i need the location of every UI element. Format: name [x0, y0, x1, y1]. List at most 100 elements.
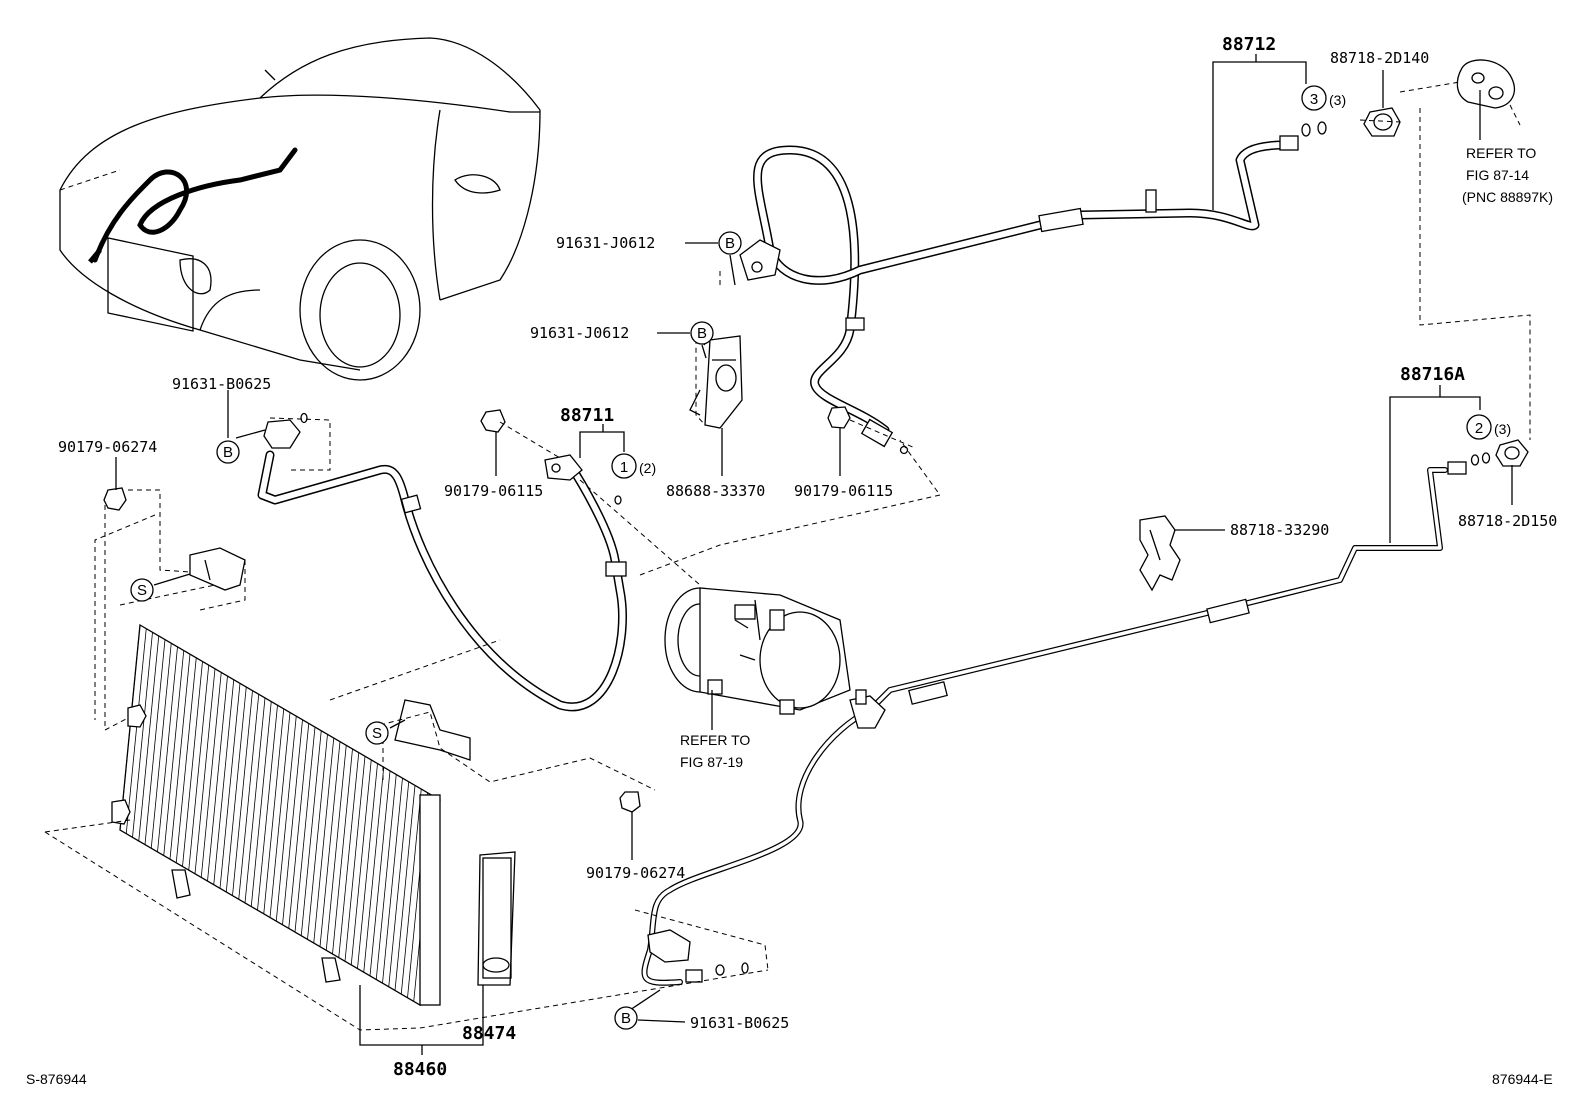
callout-3-qty: (3) — [1329, 92, 1346, 108]
label-88460: 88460 — [393, 1059, 447, 1080]
refer-note-compressor: REFER TO FIG 87-19 — [680, 732, 750, 770]
condenser-fin — [363, 767, 385, 973]
condenser-fin — [238, 694, 260, 900]
condenser-fin — [375, 774, 397, 980]
condenser-fin — [144, 639, 166, 845]
condenser-fin — [369, 770, 391, 976]
label-88474: 88474 — [462, 1023, 516, 1044]
condenser-fin — [257, 705, 278, 911]
compressor — [664, 587, 851, 715]
condenser-fin — [175, 657, 197, 863]
condenser-fin — [332, 748, 353, 954]
condenser-fin — [294, 727, 316, 933]
hose-88711 — [257, 412, 627, 712]
condenser-fin — [188, 665, 210, 871]
refer-top-line1: REFER TO — [1466, 145, 1536, 161]
condenser-fin — [307, 734, 328, 940]
callout-3-label: 3 — [1310, 91, 1318, 108]
condenser-fin — [163, 650, 185, 856]
receiver-88474 — [477, 851, 516, 986]
condenser-fin — [400, 789, 422, 995]
label-88711: 88711 — [560, 405, 614, 426]
refer-note-top: REFER TO FIG 87-14 (PNC 88897K) — [1462, 145, 1553, 205]
condenser-fin — [119, 624, 141, 831]
label-88718-33290: 88718-33290 — [1230, 521, 1329, 539]
callout-1: 1 (2) — [611, 453, 656, 479]
callout-s-1-label: S — [137, 582, 147, 599]
callout-b-4: B — [614, 1006, 638, 1030]
condenser-fin — [382, 778, 403, 984]
condenser-fin — [200, 672, 222, 878]
condenser-fin — [325, 745, 347, 951]
condenser-fin — [394, 785, 416, 991]
condenser-fin — [350, 759, 372, 965]
condenser-fin — [232, 690, 253, 896]
condenser-fin — [157, 646, 178, 852]
condenser-fin — [263, 708, 285, 914]
condenser-fin — [275, 716, 297, 922]
refer-comp-line2: FIG 87-19 — [680, 754, 743, 770]
condenser-fin — [300, 730, 322, 936]
bracket-s-upper — [189, 547, 246, 591]
condenser-fin — [225, 686, 247, 893]
guide-lines — [44, 81, 1531, 1031]
condenser-fin — [169, 654, 191, 860]
callout-s-1: S — [130, 578, 154, 602]
callout-b-4-label: B — [621, 1010, 631, 1027]
condenser-fin — [319, 741, 341, 947]
label-88712: 88712 — [1222, 34, 1276, 55]
footer-right-id: 876944-E — [1492, 1071, 1553, 1087]
bracket-88718-33290 — [1139, 515, 1181, 592]
callout-s-2: S — [365, 721, 389, 745]
condenser-fin — [288, 723, 310, 929]
condenser — [111, 623, 441, 1007]
label-90179-06274-lower: 90179-06274 — [586, 864, 685, 882]
condenser-fin — [182, 661, 203, 867]
label-90179-06115-right: 90179-06115 — [794, 482, 893, 500]
condenser-fin — [244, 697, 266, 903]
callout-b-2-label: B — [697, 325, 707, 342]
label-88718-2d140: 88718-2D140 — [1330, 49, 1429, 67]
vehicle-outline — [59, 37, 541, 381]
callout-1-label: 1 — [620, 459, 628, 476]
callout-b-2: B — [690, 321, 714, 345]
callout-b-3-label: B — [223, 444, 233, 461]
condenser-fin — [219, 683, 241, 889]
callout-b-3: B — [216, 440, 240, 464]
condenser-fin — [313, 737, 335, 944]
condenser-fin — [269, 712, 291, 918]
refer-top-line3: (PNC 88897K) — [1462, 189, 1553, 205]
condenser-fin — [357, 763, 378, 969]
condenser-fin — [194, 668, 216, 874]
label-90179-06274-left: 90179-06274 — [58, 438, 157, 456]
condenser-fin — [250, 701, 272, 907]
refer-top-line2: FIG 87-14 — [1466, 167, 1529, 183]
refer-comp-line1: REFER TO — [680, 732, 750, 748]
condenser-fin — [207, 676, 228, 882]
callout-s-2-label: S — [372, 725, 382, 742]
condenser-fin — [388, 781, 410, 987]
callout-2-qty: (3) — [1494, 421, 1511, 437]
label-91631-b0625-lower: 91631-B0625 — [690, 1014, 789, 1032]
footer-left-id: S-876944 — [26, 1071, 87, 1087]
callout-3: 3 (3) — [1301, 85, 1346, 111]
callout-2-label: 2 — [1475, 420, 1483, 437]
label-88688-33370: 88688-33370 — [666, 482, 765, 500]
label-88716a: 88716A — [1400, 364, 1465, 385]
bracket-s-lower — [394, 699, 471, 761]
bracket-88688-33370 — [689, 335, 743, 429]
condenser-fin — [338, 752, 360, 958]
label-91631-j0612-mid: 91631-J0612 — [530, 324, 629, 342]
pipe-88712 — [739, 135, 1299, 455]
callout-2: 2 (3) — [1466, 414, 1511, 440]
nuts — [103, 406, 851, 813]
label-91631-b0625-top: 91631-B0625 — [172, 375, 271, 393]
callout-1-qty: (2) — [639, 460, 656, 476]
o-rings-88712 — [1301, 59, 1515, 137]
condenser-fin — [138, 635, 160, 841]
condenser-fin — [282, 719, 303, 925]
label-91631-j0612-top: 91631-J0612 — [556, 234, 655, 252]
label-88718-2d150: 88718-2D150 — [1458, 512, 1557, 530]
condenser-fin — [213, 679, 235, 885]
